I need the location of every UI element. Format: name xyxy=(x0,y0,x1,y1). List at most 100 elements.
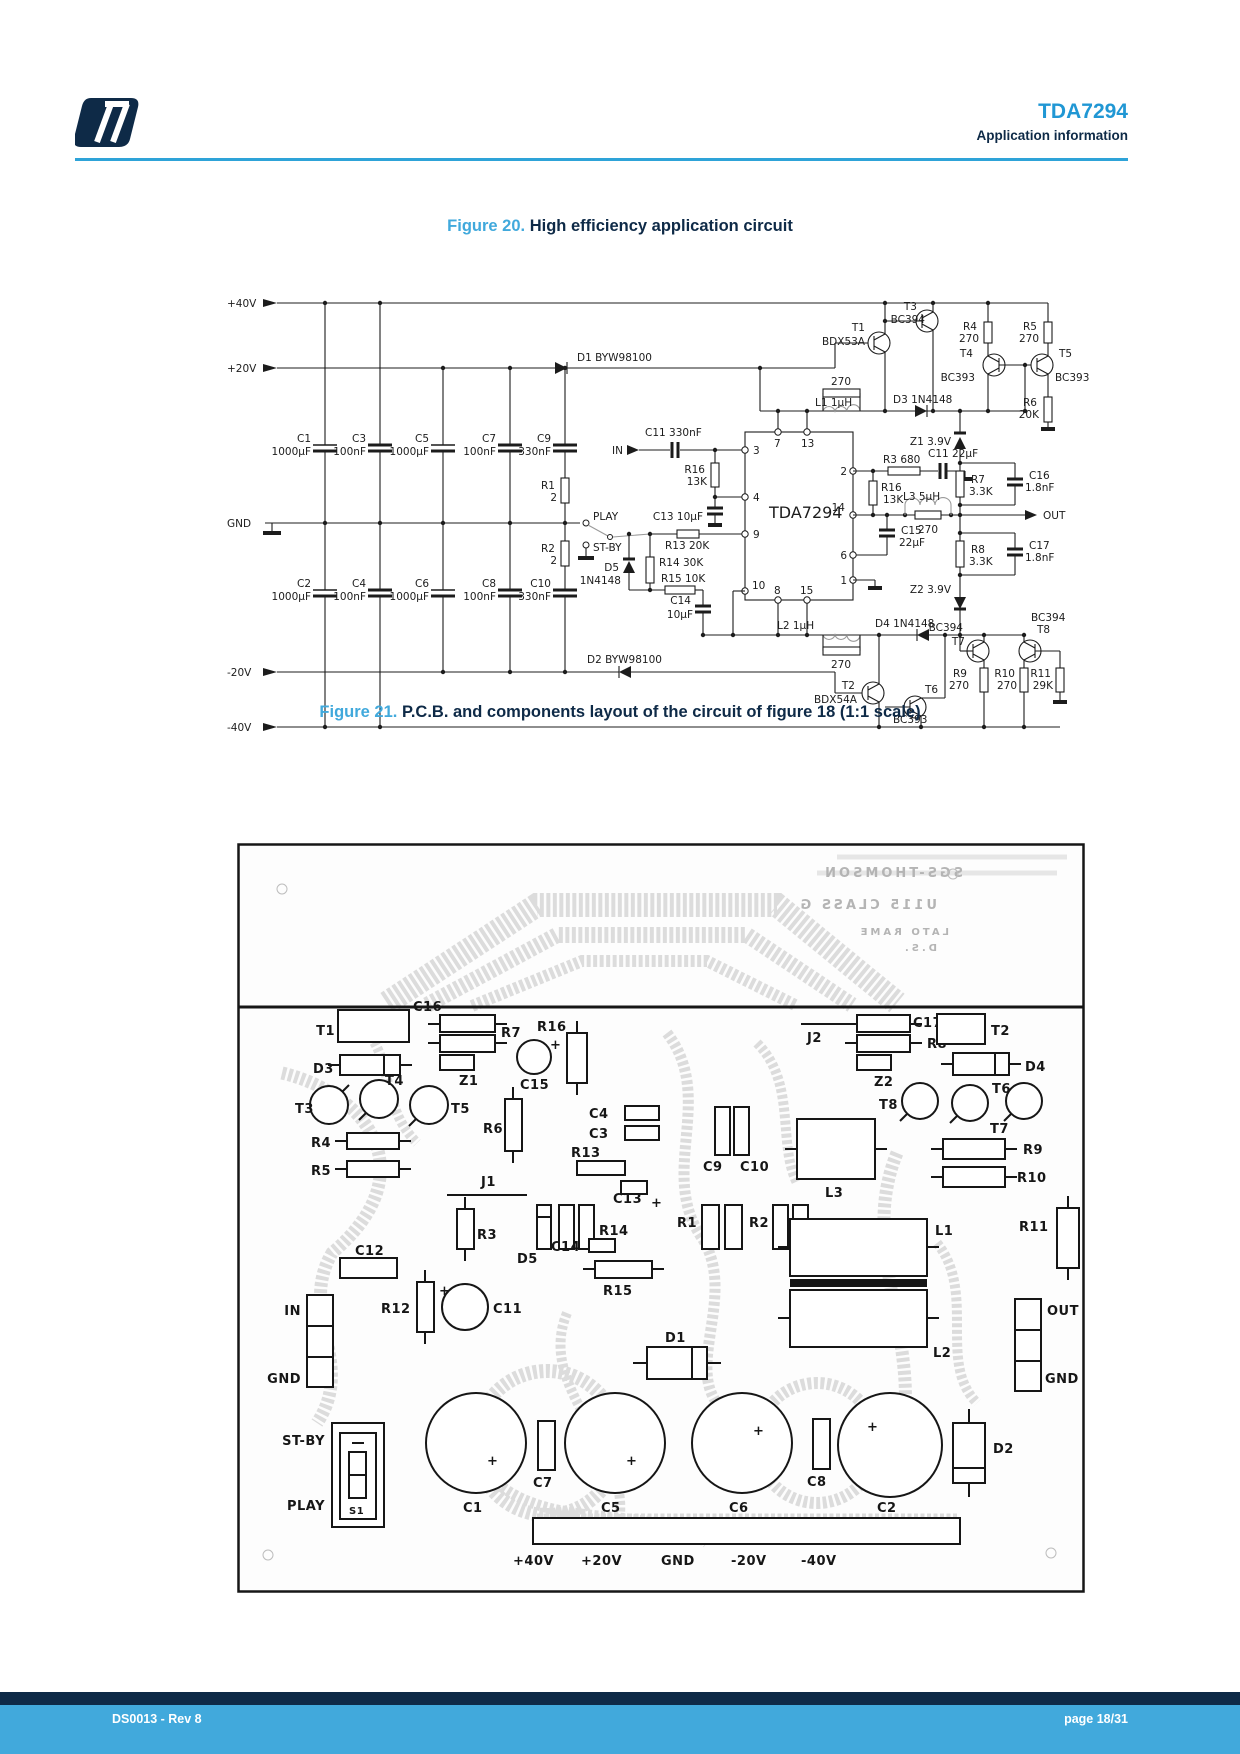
play-stby-switch: PLAY ST-BY xyxy=(578,511,651,560)
r10-label: R10 xyxy=(994,668,1015,680)
r13-label: R13 20K xyxy=(665,540,710,552)
pcb-r3: R3 xyxy=(477,1228,497,1243)
pcb-r4: R4 xyxy=(311,1136,331,1151)
svg-text:22µF: 22µF xyxy=(899,537,925,549)
svg-text:+: + xyxy=(550,1038,561,1053)
pcb-r16: R16 xyxy=(537,1020,567,1035)
c3-label: C3 xyxy=(352,433,366,445)
mirror-line2: U115 CLASS G xyxy=(798,898,937,913)
pcb-r13: R13 xyxy=(571,1146,601,1161)
svg-text:3.3K: 3.3K xyxy=(969,486,994,498)
rail-p40: +40V xyxy=(227,298,1049,322)
c6-label: C6 xyxy=(415,578,429,590)
c7-label: C7 xyxy=(482,433,496,445)
svg-text:100nF: 100nF xyxy=(463,446,496,458)
pcb-c8: C8 xyxy=(807,1475,827,1490)
svg-text:+: + xyxy=(651,1196,662,1211)
l1-label: L1 1µH xyxy=(815,397,852,409)
svg-text:13: 13 xyxy=(801,438,814,450)
pcb-v40p: +40V xyxy=(513,1554,554,1569)
pcb-z2: Z2 xyxy=(874,1075,893,1090)
rail-gnd: GND xyxy=(227,518,580,535)
pcb-c10: C10 xyxy=(740,1160,769,1175)
pcb-j1: J1 xyxy=(480,1175,496,1190)
svg-text:100nF: 100nF xyxy=(463,591,496,603)
figure20-caption: Figure 20. High efficiency application c… xyxy=(0,217,1240,236)
l2-label: L2 1µH xyxy=(777,620,814,632)
output-network: R3 680 C11 22µF R16 13K L3 5µH 270 OUT xyxy=(853,411,1066,651)
header-rule xyxy=(75,158,1128,161)
r14-label: R14 30K xyxy=(659,557,704,569)
pcb-c9: C9 xyxy=(703,1160,723,1175)
pcb-d5: D5 xyxy=(517,1252,538,1267)
svg-text:100nF: 100nF xyxy=(333,591,366,603)
r4-label: R4 xyxy=(963,321,977,333)
r15-resistor xyxy=(664,585,696,595)
r3-label: R3 680 xyxy=(883,454,920,466)
footer-navy-bar xyxy=(0,1692,1240,1705)
svg-text:+: + xyxy=(439,1284,450,1299)
c10-label: C10 xyxy=(530,578,551,590)
d3-label: D3 1N4148 xyxy=(893,394,952,406)
pcb-d2: D2 xyxy=(993,1442,1014,1457)
pcb-l2: L2 xyxy=(933,1346,951,1361)
pcb-c11: C11 xyxy=(493,1302,522,1317)
t6-label: T6 xyxy=(924,684,938,696)
top-driver: T1 BDX53A T3 BC394 R4 270 T4 BC393 xyxy=(760,300,1089,431)
svg-text:BC394: BC394 xyxy=(891,314,926,326)
svg-text:13K: 13K xyxy=(883,494,904,506)
svg-text:330nF: 330nF xyxy=(518,591,551,603)
svg-text:+: + xyxy=(487,1454,498,1469)
st-logo-stroke2 xyxy=(105,101,130,144)
d2-label: D2 BYW98100 xyxy=(587,654,662,666)
d4-label: D4 1N4148 xyxy=(875,618,934,630)
pcb-r14: R14 xyxy=(599,1224,629,1239)
r13-resistor xyxy=(676,529,700,539)
figure21-label: Figure 21. xyxy=(319,703,398,721)
svg-text:1.8nF: 1.8nF xyxy=(1025,482,1054,494)
figure21-caption: Figure 21. P.C.B. and components layout … xyxy=(0,703,1240,722)
svg-text:270: 270 xyxy=(997,680,1017,692)
svg-text:2: 2 xyxy=(550,555,557,567)
pcb-c5: C5 xyxy=(601,1501,621,1516)
pcb-stby: ST-BY xyxy=(282,1434,325,1449)
pcb-s1: S1 xyxy=(349,1506,364,1517)
c8-label: C8 xyxy=(482,578,496,590)
mirror-line3: LATO RAME xyxy=(858,927,949,938)
page-subtitle: Application information xyxy=(976,128,1129,143)
t5-label: T5 xyxy=(1058,348,1072,360)
pcb-t3: T3 xyxy=(295,1102,314,1117)
svg-text:BC394: BC394 xyxy=(1031,612,1066,624)
svg-text:1000µF: 1000µF xyxy=(272,446,311,458)
svg-text:2: 2 xyxy=(840,466,847,478)
figure21-title: P.C.B. and components layout of the circ… xyxy=(401,703,921,721)
pcb-gnd-left: GND xyxy=(267,1372,301,1387)
pcb-gnd-bottom: GND xyxy=(661,1554,695,1569)
pcb-t1: T1 xyxy=(316,1024,335,1039)
st-logo xyxy=(75,98,139,147)
svg-text:+: + xyxy=(753,1424,764,1439)
r11-label: R11 xyxy=(1030,668,1051,680)
mirror-line1: SGS-THOMSON xyxy=(822,866,963,881)
r270-l2-resistor xyxy=(822,646,861,656)
input-network: IN C11 330nF R16 13K C13 10µF R13 20K xyxy=(580,427,745,635)
pcb-in: IN xyxy=(284,1304,301,1319)
t7-label: T7 xyxy=(951,636,965,648)
pcb-v20p: +20V xyxy=(581,1554,622,1569)
footer-doc-rev: DS0013 - Rev 8 xyxy=(112,1712,202,1726)
pcb-c12: C12 xyxy=(355,1244,384,1259)
r270-l3-resistor xyxy=(914,510,942,520)
ic-tda7294: TDA7294 3 4 9 10 7 13 8 15 2 14 6 1 xyxy=(732,411,882,635)
pcb-c13: C13 xyxy=(613,1192,642,1207)
svg-text:15: 15 xyxy=(800,585,813,597)
svg-text:BDX53A: BDX53A xyxy=(822,336,866,348)
svg-text:3: 3 xyxy=(753,445,760,457)
r6-resistor xyxy=(1043,396,1053,423)
pcb-c4: C4 xyxy=(589,1107,609,1122)
bottom-driver: 270 L2 1µH D4 1N4148 T2 BDX54A T6 BC393 xyxy=(700,612,1067,730)
svg-text:10: 10 xyxy=(752,580,765,592)
r8-label: R8 xyxy=(971,544,985,556)
ic-label: TDA7294 xyxy=(768,503,842,522)
svg-text:14: 14 xyxy=(832,502,846,514)
